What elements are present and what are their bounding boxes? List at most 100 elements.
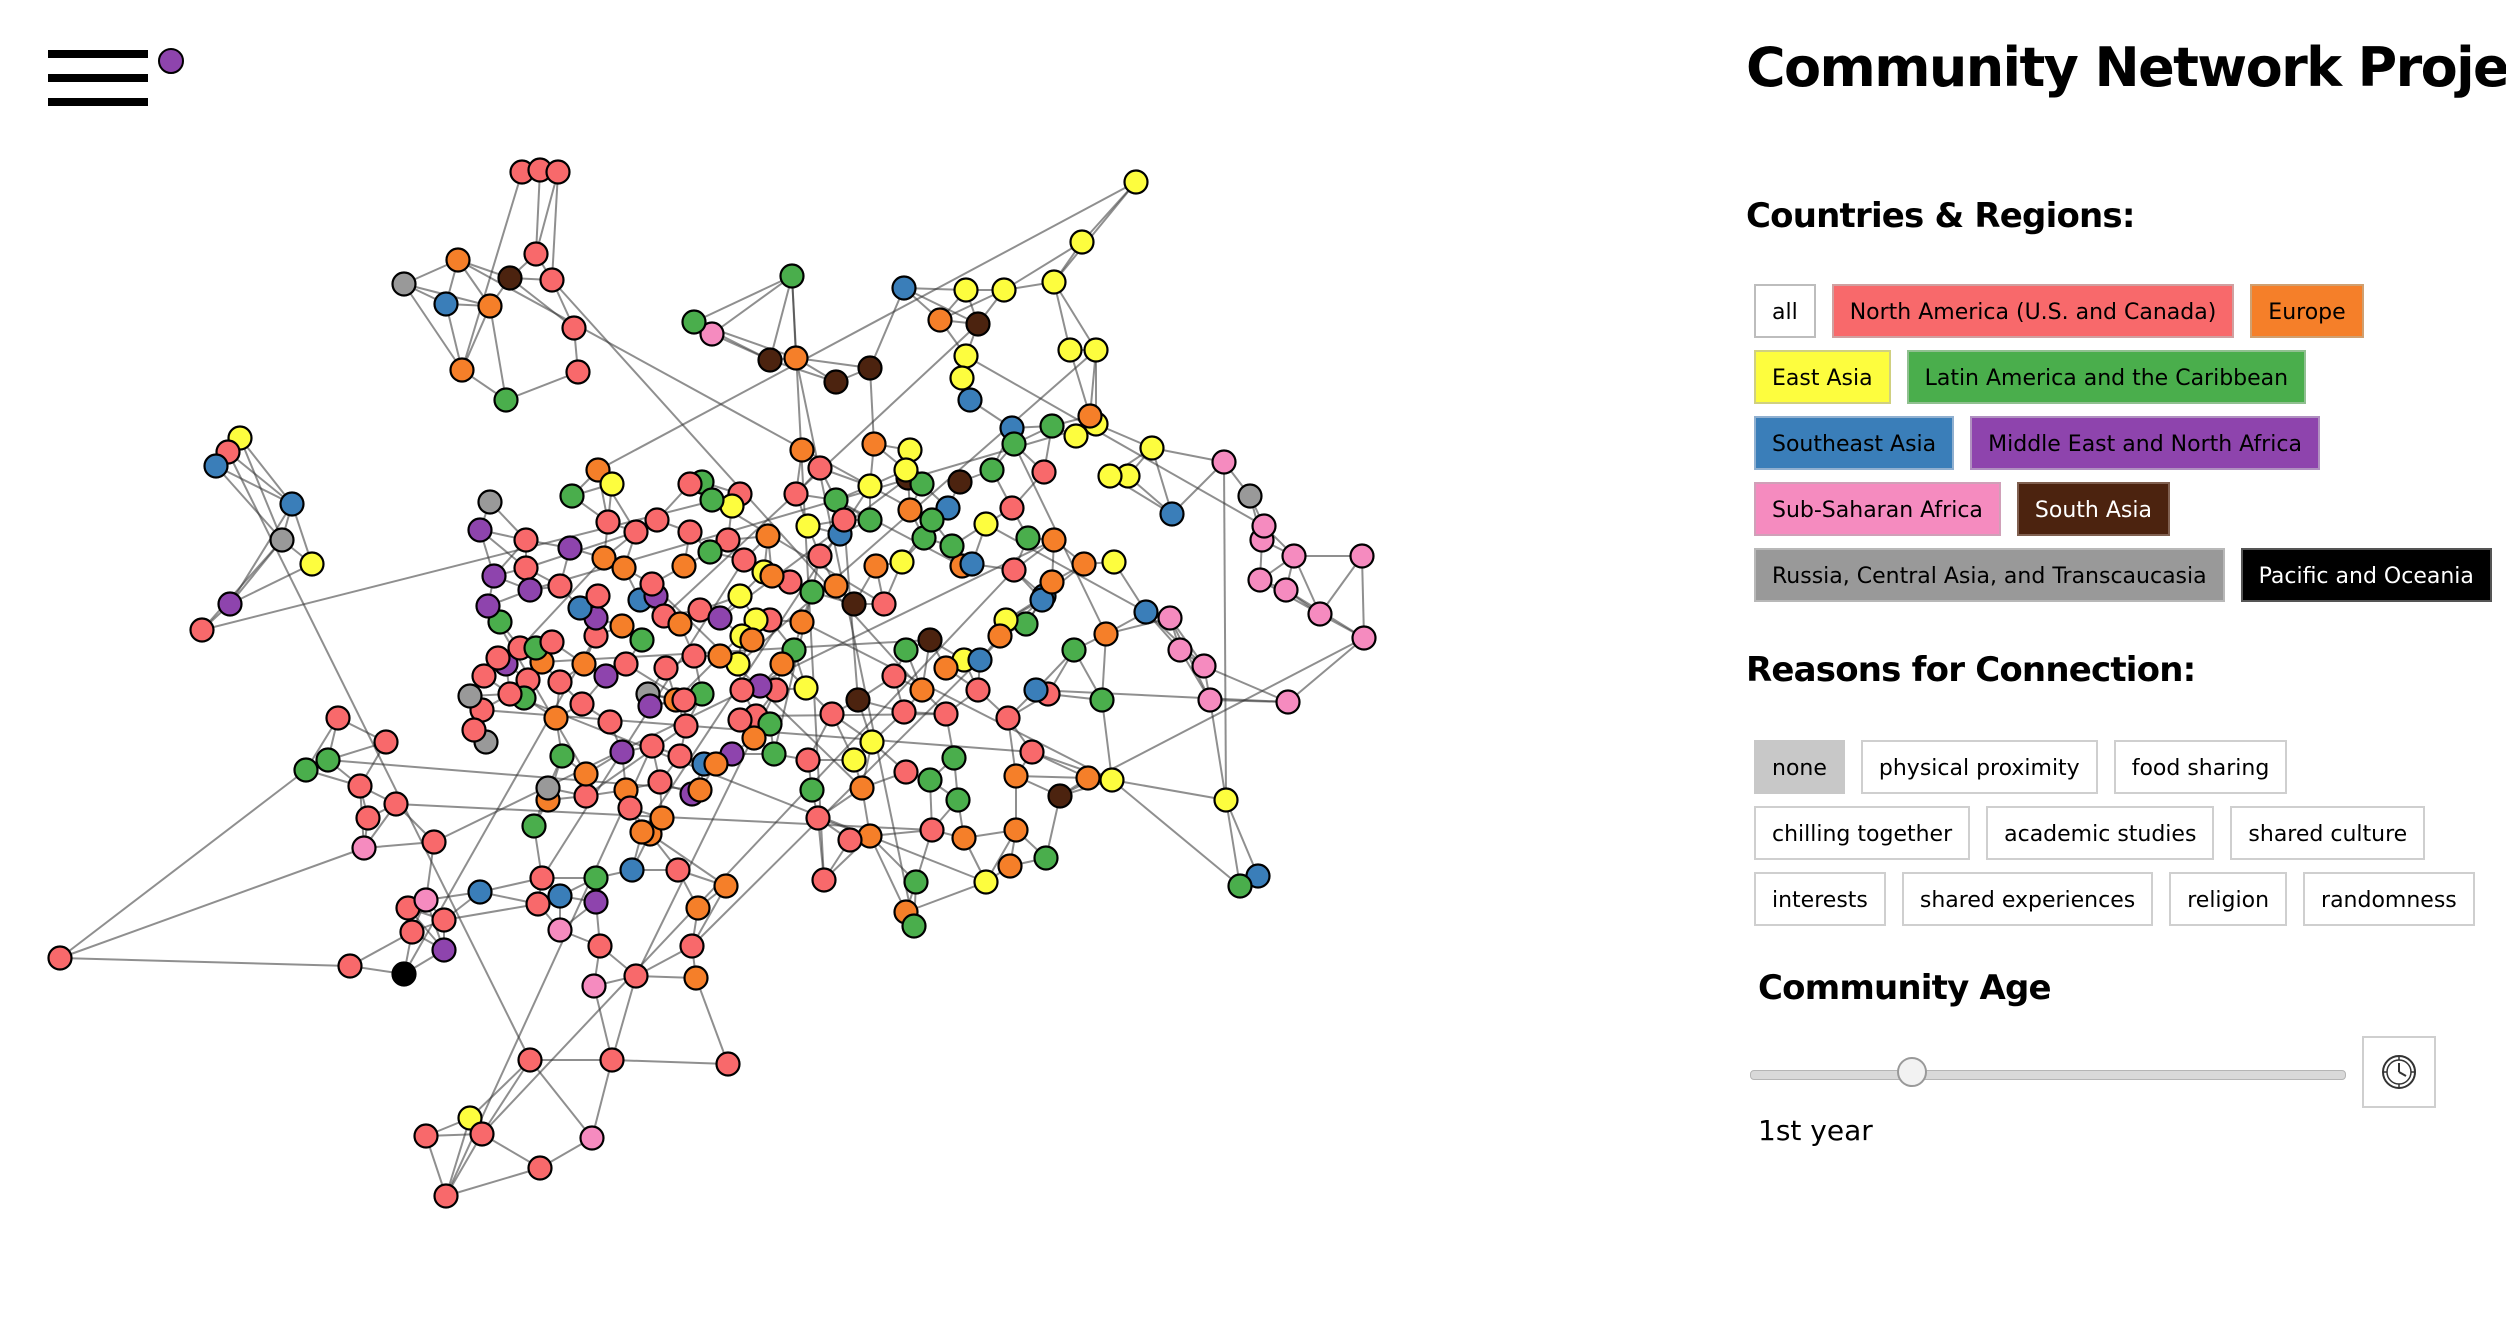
graph-node[interactable] xyxy=(1077,403,1103,429)
graph-node[interactable] xyxy=(1001,557,1027,583)
graph-node[interactable] xyxy=(559,483,585,509)
graph-node[interactable] xyxy=(1039,413,1065,439)
reason-filter-randomness[interactable]: randomness xyxy=(2303,872,2475,926)
graph-node[interactable] xyxy=(779,263,805,289)
graph-node[interactable] xyxy=(681,309,707,335)
graph-node[interactable] xyxy=(1247,567,1273,593)
graph-node[interactable] xyxy=(299,551,325,577)
graph-node[interactable] xyxy=(619,857,645,883)
graph-node[interactable] xyxy=(1191,653,1217,679)
graph-node[interactable] xyxy=(805,805,831,831)
graph-node[interactable] xyxy=(547,883,573,909)
graph-node[interactable] xyxy=(1093,621,1119,647)
graph-node[interactable] xyxy=(819,701,845,727)
community-age-slider[interactable] xyxy=(1750,1057,2346,1087)
graph-node[interactable] xyxy=(471,663,497,689)
graph-node[interactable] xyxy=(871,591,897,617)
graph-node[interactable] xyxy=(1197,687,1223,713)
graph-node[interactable] xyxy=(941,745,967,771)
graph-node[interactable] xyxy=(1071,551,1097,577)
graph-node[interactable] xyxy=(47,945,73,971)
region-filter-pacific-and-oceania[interactable]: Pacific and Oceania xyxy=(2240,548,2492,602)
graph-node[interactable] xyxy=(897,497,923,523)
graph-node[interactable] xyxy=(823,573,849,599)
graph-node[interactable] xyxy=(573,761,599,787)
reason-filter-chilling-together[interactable]: chilling together xyxy=(1754,806,1971,860)
graph-node[interactable] xyxy=(965,311,991,337)
graph-node[interactable] xyxy=(997,853,1023,879)
graph-node[interactable] xyxy=(667,611,693,637)
graph-node[interactable] xyxy=(647,769,673,795)
graph-node[interactable] xyxy=(1057,337,1083,363)
graph-node[interactable] xyxy=(687,777,713,803)
reason-filter-none[interactable]: none xyxy=(1754,740,1845,794)
graph-node[interactable] xyxy=(667,743,693,769)
graph-node[interactable] xyxy=(279,491,305,517)
graph-node[interactable] xyxy=(845,687,871,713)
graph-node[interactable] xyxy=(783,345,809,371)
region-filter-latin-america-and-the-caribbean[interactable]: Latin America and the Caribbean xyxy=(1906,350,2307,404)
graph-node[interactable] xyxy=(475,593,501,619)
graph-node[interactable] xyxy=(609,739,635,765)
graph-node[interactable] xyxy=(671,553,697,579)
graph-node[interactable] xyxy=(973,511,999,537)
graph-node[interactable] xyxy=(579,1125,605,1151)
graph-node[interactable] xyxy=(707,605,733,631)
graph-node[interactable] xyxy=(1237,483,1263,509)
graph-node[interactable] xyxy=(535,775,561,801)
graph-node[interactable] xyxy=(893,759,919,785)
graph-node[interactable] xyxy=(881,663,907,689)
graph-node[interactable] xyxy=(903,869,929,895)
graph-node[interactable] xyxy=(841,591,867,617)
graph-node[interactable] xyxy=(755,523,781,549)
graph-node[interactable] xyxy=(529,865,555,891)
graph-node[interactable] xyxy=(461,717,487,743)
reason-filter-shared-experiences[interactable]: shared experiences xyxy=(1901,872,2154,926)
graph-node[interactable] xyxy=(523,241,549,267)
reason-filter-physical-proximity[interactable]: physical proximity xyxy=(1860,740,2098,794)
graph-node[interactable] xyxy=(1349,543,1375,569)
graph-node[interactable] xyxy=(445,247,471,273)
graph-node[interactable] xyxy=(1069,229,1095,255)
graph-node[interactable] xyxy=(597,709,623,735)
graph-node[interactable] xyxy=(901,913,927,939)
graph-node[interactable] xyxy=(431,907,457,933)
graph-node[interactable] xyxy=(593,663,619,689)
graph-node[interactable] xyxy=(325,705,351,731)
graph-node[interactable] xyxy=(967,647,993,673)
graph-node[interactable] xyxy=(477,293,503,319)
graph-node[interactable] xyxy=(987,623,1013,649)
graph-node[interactable] xyxy=(517,1047,543,1073)
graph-node[interactable] xyxy=(629,819,655,845)
graph-node[interactable] xyxy=(623,963,649,989)
graph-node[interactable] xyxy=(1273,577,1299,603)
graph-node[interactable] xyxy=(581,973,607,999)
graph-node[interactable] xyxy=(653,655,679,681)
graph-node[interactable] xyxy=(497,265,523,291)
graph-node[interactable] xyxy=(599,471,625,497)
graph-node[interactable] xyxy=(679,933,705,959)
graph-node[interactable] xyxy=(1133,599,1159,625)
graph-node[interactable] xyxy=(861,431,887,457)
graph-node[interactable] xyxy=(413,1123,439,1149)
graph-node[interactable] xyxy=(449,357,475,383)
graph-node[interactable] xyxy=(569,691,595,717)
graph-node[interactable] xyxy=(783,481,809,507)
graph-node[interactable] xyxy=(953,277,979,303)
graph-node[interactable] xyxy=(1351,625,1377,651)
graph-node[interactable] xyxy=(807,455,833,481)
graph-node[interactable] xyxy=(1159,501,1185,527)
graph-node[interactable] xyxy=(1031,459,1057,485)
graph-node[interactable] xyxy=(863,553,889,579)
play-button[interactable] xyxy=(2362,1036,2436,1108)
graph-node[interactable] xyxy=(729,677,755,703)
region-filter-europe[interactable]: Europe xyxy=(2250,284,2364,338)
graph-node[interactable] xyxy=(1039,569,1065,595)
region-filter-north-america-u-s-and-canada[interactable]: North America (U.S. and Canada) xyxy=(1831,284,2235,338)
graph-node[interactable] xyxy=(1275,689,1301,715)
graph-node[interactable] xyxy=(1001,431,1027,457)
graph-node[interactable] xyxy=(889,549,915,575)
graph-node[interactable] xyxy=(891,699,917,725)
graph-node[interactable] xyxy=(933,701,959,727)
graph-node[interactable] xyxy=(1003,817,1029,843)
